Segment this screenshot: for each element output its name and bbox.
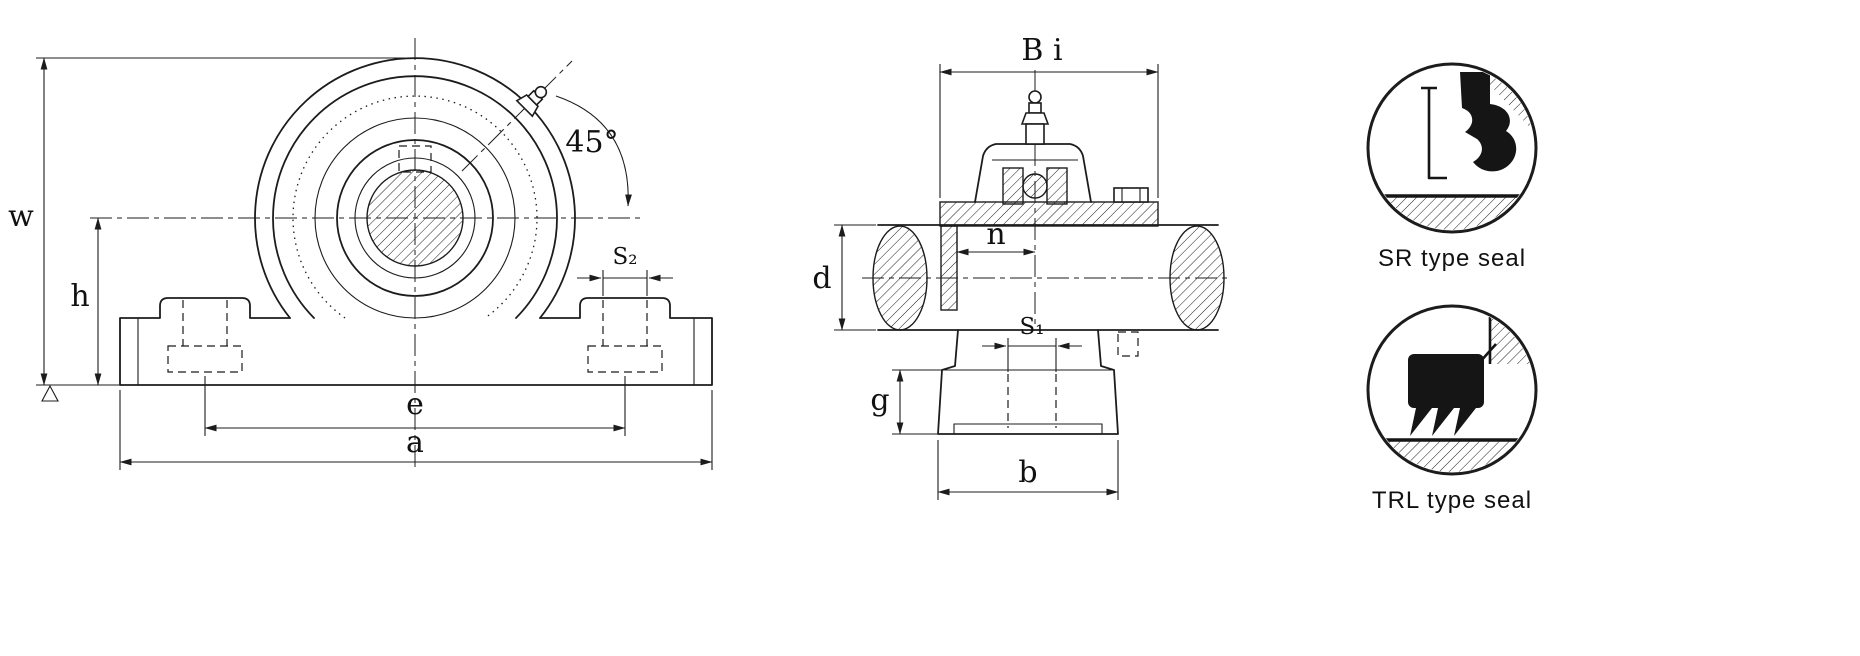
dim-label-w: w — [8, 199, 34, 234]
dim-n: n — [956, 217, 1036, 262]
pin-hidden-outline — [1117, 331, 1139, 357]
dim-label-a: a — [406, 425, 424, 460]
trl-seal-body — [1408, 354, 1484, 408]
angle-annotation: 45° — [555, 95, 632, 207]
dim-s1: S₁ — [982, 314, 1082, 372]
dim-label-e: e — [406, 387, 424, 422]
shaft — [872, 224, 1225, 331]
bearing-ring-right — [1046, 167, 1068, 205]
bearing-ball — [1022, 173, 1048, 199]
setscrew-hidden-outline — [398, 145, 432, 173]
dim-label-s1: S₁ — [1020, 314, 1045, 340]
sr-slinger — [1421, 86, 1447, 180]
sr-seal-label: SR type seal — [1378, 245, 1526, 272]
trl-seal-lip — [1432, 408, 1454, 436]
shaft-break-left — [872, 225, 928, 331]
dim-w: w — [8, 57, 405, 386]
housing-outline — [254, 57, 576, 319]
dim-label-bi: B i — [1021, 33, 1062, 68]
bolt-slot-right-hidden — [587, 345, 663, 373]
sr-seal-profile — [1460, 72, 1517, 172]
trl-housing-section — [1490, 316, 1534, 364]
sr-shaft-section — [1370, 196, 1534, 230]
dim-label-d: d — [812, 261, 831, 296]
dim-s2: S₂ — [577, 244, 673, 296]
dim-label-g: g — [870, 383, 889, 418]
trl-seal-label: TRL type seal — [1372, 487, 1532, 514]
side-view: B i n d S₁ g — [812, 33, 1232, 500]
dim-g: g — [870, 369, 942, 435]
surface-finish-mark — [41, 384, 59, 402]
pedestal-outline — [937, 329, 1139, 435]
housing-seat-section — [939, 201, 1159, 227]
dim-a: a — [119, 390, 713, 470]
base-outline — [119, 297, 713, 386]
trl-seal-lip — [1454, 408, 1476, 436]
dim-e: e — [204, 376, 626, 436]
seal-detail-sr: SR type seal — [1366, 62, 1538, 272]
grease-fitting-icon-side — [1020, 90, 1050, 145]
dim-d: d — [812, 224, 876, 331]
dim-label-n: n — [986, 217, 1005, 252]
shaft-bore-section — [366, 169, 464, 267]
dim-label-s2: S₂ — [613, 244, 638, 270]
bolt-slot-left-hidden — [167, 345, 243, 373]
dim-label-b: b — [1018, 455, 1037, 490]
trl-seal-lip — [1410, 408, 1432, 436]
seal-detail-trl: TRL type seal — [1366, 304, 1538, 514]
bearing-ring-left — [1002, 167, 1024, 205]
dim-label-h: h — [70, 279, 89, 314]
housing-wall-section — [940, 225, 958, 311]
grease-fitting-icon — [515, 85, 548, 118]
dim-label-angle: 45° — [565, 125, 618, 160]
setscrew-boss — [1113, 187, 1149, 203]
dim-h: h — [70, 217, 102, 386]
shaft-break-right — [1169, 225, 1225, 331]
front-view: 45° w h e a — [8, 38, 713, 472]
housing-section — [939, 90, 1159, 311]
dim-bi: B i — [939, 33, 1159, 198]
dim-b: b — [937, 440, 1119, 500]
